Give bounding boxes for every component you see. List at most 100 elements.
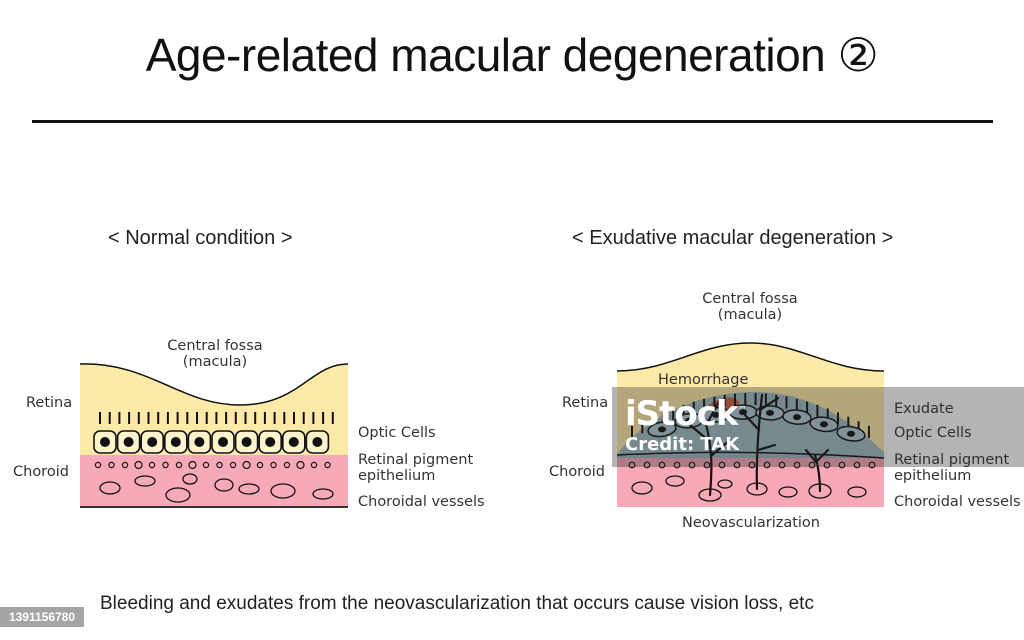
rpe-granule: [808, 461, 816, 469]
normal-optic-cells-label: Optic Cells: [358, 425, 436, 441]
watermark-band: [612, 387, 1024, 467]
normal-choroid-layer: [80, 455, 348, 507]
rpe-granule: [283, 461, 291, 469]
normal-choroid-label: Choroid: [13, 464, 69, 480]
exudative-choroid-label: Choroid: [549, 464, 605, 480]
exudative-choroidal-vessels-label: Choroidal vessels: [894, 494, 1021, 510]
exudate-label: Exudate: [894, 401, 954, 417]
label-line: Retinal pigment: [894, 452, 1010, 468]
neovascularization-label: Neovascularization: [682, 515, 820, 531]
cell-nucleus: [265, 437, 276, 447]
cell-nucleus: [123, 437, 134, 447]
choroidal-vessels: [99, 473, 334, 503]
rpe-granule: [763, 461, 771, 469]
exudative-optic-cells-label: Optic Cells: [894, 425, 972, 441]
rpe-granule: [793, 461, 801, 469]
normal-choroidal-vessels-label: Choroidal vessels: [358, 494, 485, 510]
rpe-granule: [108, 461, 115, 469]
label-line: (macula): [717, 307, 783, 323]
optic-cells-displaced: [647, 404, 866, 442]
normal-condition-heading: < Normal condition >: [108, 227, 293, 249]
cell-nucleus: [658, 426, 666, 433]
exudative-retina-surface: [616, 342, 885, 372]
stock-id-badge: 1391156780: [0, 607, 84, 627]
title-divider: [32, 120, 993, 123]
rpe-granule: [628, 461, 636, 469]
cell-nucleus: [218, 437, 228, 447]
label-line: Central fossa: [702, 291, 798, 307]
cell-nucleus: [100, 437, 110, 447]
label-line: epithelium: [358, 468, 436, 484]
rpe-granule: [94, 461, 102, 469]
rpe-granule: [148, 461, 156, 469]
rpe-granule: [229, 461, 237, 469]
label-line: Retinal pigment: [358, 452, 474, 468]
rpe-granule: [162, 461, 169, 469]
rpe-granule: [703, 461, 711, 469]
exudative-rpe-label: Retinal pigment epithelium: [894, 452, 1009, 484]
cell-nucleus: [847, 430, 855, 437]
rpe-granule: [778, 461, 786, 469]
cell-nucleus: [194, 437, 205, 447]
rpe-granule: [270, 461, 277, 469]
label-line: epithelium: [894, 468, 972, 484]
rpe-granule: [673, 461, 681, 469]
rpe-granule: [324, 461, 331, 469]
rpe-granule: [121, 461, 129, 469]
exudative-heading: < Exudative macular degeneration >: [572, 227, 894, 249]
rpe-granule: [256, 461, 264, 469]
cell-nucleus: [288, 437, 299, 447]
neovascular-vessels: [688, 393, 830, 497]
rpe-granule: [868, 461, 876, 469]
rpe-granule: [838, 461, 846, 469]
normal-rpe-label: Retinal pigment epithelium: [358, 452, 473, 484]
normal-diagram: [79, 363, 349, 508]
rpe-granule: [216, 461, 223, 469]
rpe-granule: [188, 460, 197, 470]
hemorrhage-label: Hemorrhage: [658, 372, 749, 388]
rpe-granule: [823, 461, 831, 469]
label-line: Central fossa: [167, 338, 263, 354]
trademark-symbol: ™: [737, 405, 747, 416]
rpe-granules: [628, 461, 876, 469]
exudative-retina-label: Retina: [562, 395, 609, 411]
normal-retina-surface: [79, 363, 349, 406]
rpe-granule: [688, 461, 696, 469]
cell-nucleus: [712, 411, 720, 418]
cell-nucleus: [793, 414, 801, 421]
exudative-central-fossa-label: Central fossa (macula): [685, 291, 815, 323]
rpe-granule: [242, 460, 251, 470]
rpe-granule: [733, 461, 741, 469]
rpe-granule: [134, 460, 143, 470]
rpe-granule: [643, 461, 651, 469]
photoreceptor-rods: [99, 412, 334, 424]
cell-nucleus: [820, 421, 828, 428]
rpe-line: [616, 451, 885, 459]
exudative-diagram: [616, 342, 885, 507]
normal-central-fossa-label: Central fossa (macula): [150, 338, 280, 370]
cell-nucleus: [241, 437, 252, 447]
rpe-granule: [658, 461, 666, 469]
cell-nucleus: [739, 409, 747, 416]
cell-nucleus: [147, 437, 158, 447]
rpe-granule: [310, 461, 318, 469]
rpe-granule: [202, 461, 210, 469]
caption: Bleeding and exudates from the neovascul…: [100, 593, 814, 614]
rpe-granule: [296, 460, 305, 470]
optic-cells: [93, 430, 330, 454]
rpe-granule: [853, 461, 861, 469]
rpe-granules: [94, 460, 331, 470]
watermark-brand: iStock: [625, 394, 739, 434]
rpe-granule: [748, 461, 756, 469]
label-line: (macula): [182, 354, 248, 370]
rpe-granule: [718, 461, 726, 469]
cell-nucleus: [312, 437, 323, 447]
normal-retina-label: Retina: [26, 395, 73, 411]
cell-nucleus: [766, 409, 774, 416]
watermark-credit: Credit: TAK: [625, 434, 740, 455]
page-title: Age-related macular degeneration ②: [145, 29, 879, 81]
photoreceptor-rods: [631, 393, 870, 438]
choroidal-vessels: [631, 475, 867, 502]
cell-nucleus: [685, 417, 693, 424]
